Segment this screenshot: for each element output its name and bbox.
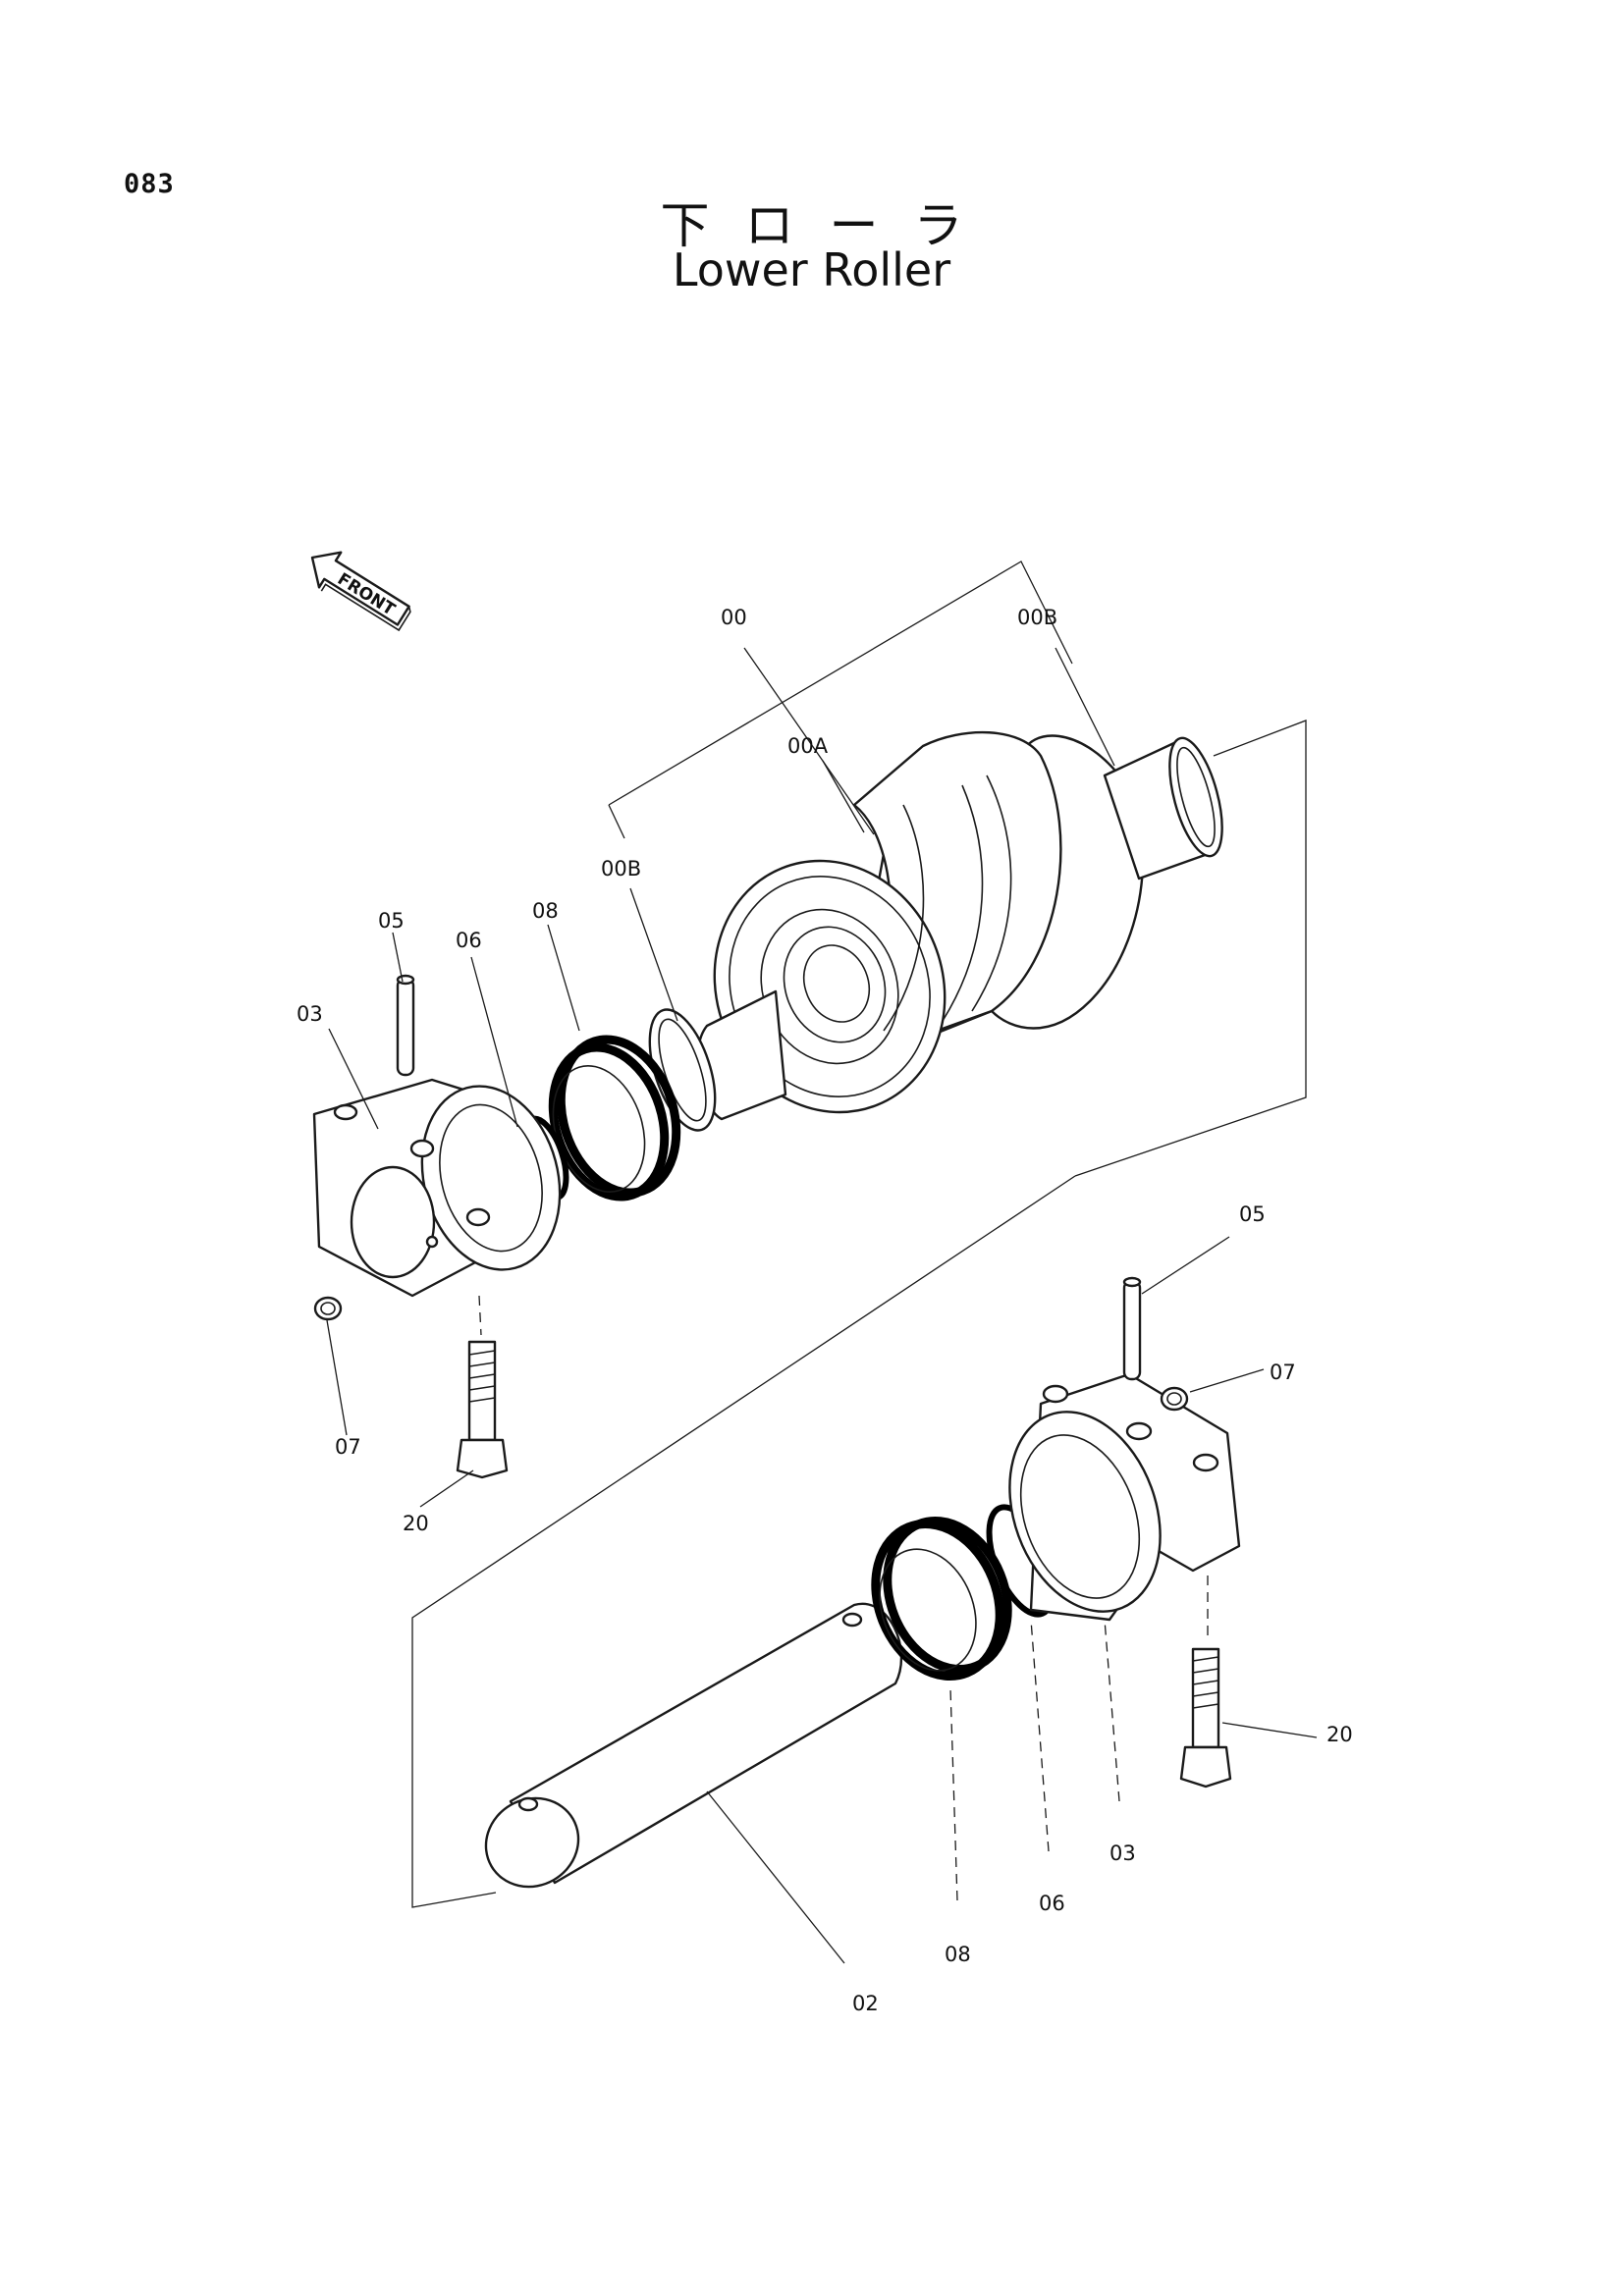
callout-02: 02: [852, 1992, 879, 2015]
callout-03-right: 03: [1109, 1842, 1136, 1865]
callout-03-left: 03: [297, 1002, 323, 1026]
callout-00B-top: 00B: [1017, 606, 1057, 629]
plug-left: [313, 1296, 343, 1321]
page-number: 083: [124, 169, 175, 199]
title-japanese: 下ローラ: [660, 197, 999, 254]
callout-05-right: 05: [1239, 1202, 1266, 1226]
callout-06-right: 06: [1039, 1892, 1065, 1915]
bolt-left: [456, 1340, 509, 1479]
callout-00B-left: 00B: [601, 857, 641, 881]
pin-right: [1122, 1276, 1142, 1381]
callout-07-right: 07: [1270, 1361, 1296, 1384]
axle-housing-left: [312, 1078, 562, 1298]
leader-lines: [326, 647, 1318, 1964]
title-english: Lower Roller: [672, 243, 951, 296]
bolt-right: [1179, 1647, 1232, 1789]
callout-00A: 00A: [787, 734, 829, 758]
callout-20-right: 20: [1326, 1723, 1353, 1746]
callout-06-left: 06: [456, 929, 482, 952]
callout-20-left: 20: [403, 1512, 429, 1535]
callout-labels: 00 00A 00B 00B 05 06 08 03 07 20 05 07 2…: [297, 606, 1353, 2015]
front-arrow-icon: FRONT: [310, 551, 411, 632]
assembly-bracket-upper: [608, 561, 1307, 1177]
callout-08-left: 08: [532, 899, 559, 923]
axle-housing-right: [1008, 1372, 1241, 1622]
shaft-collar-left: [648, 989, 787, 1132]
assembly-bracket-lower: [411, 1175, 1076, 1908]
callout-05-left: 05: [378, 909, 405, 933]
callout-00: 00: [721, 606, 747, 629]
shaft: [484, 1602, 903, 1889]
pin-left: [396, 974, 415, 1077]
shaft-collar-right: [1103, 736, 1223, 881]
callout-08-right: 08: [945, 1943, 971, 1966]
plug-right: [1160, 1386, 1189, 1412]
callout-07-left: 07: [335, 1435, 361, 1459]
